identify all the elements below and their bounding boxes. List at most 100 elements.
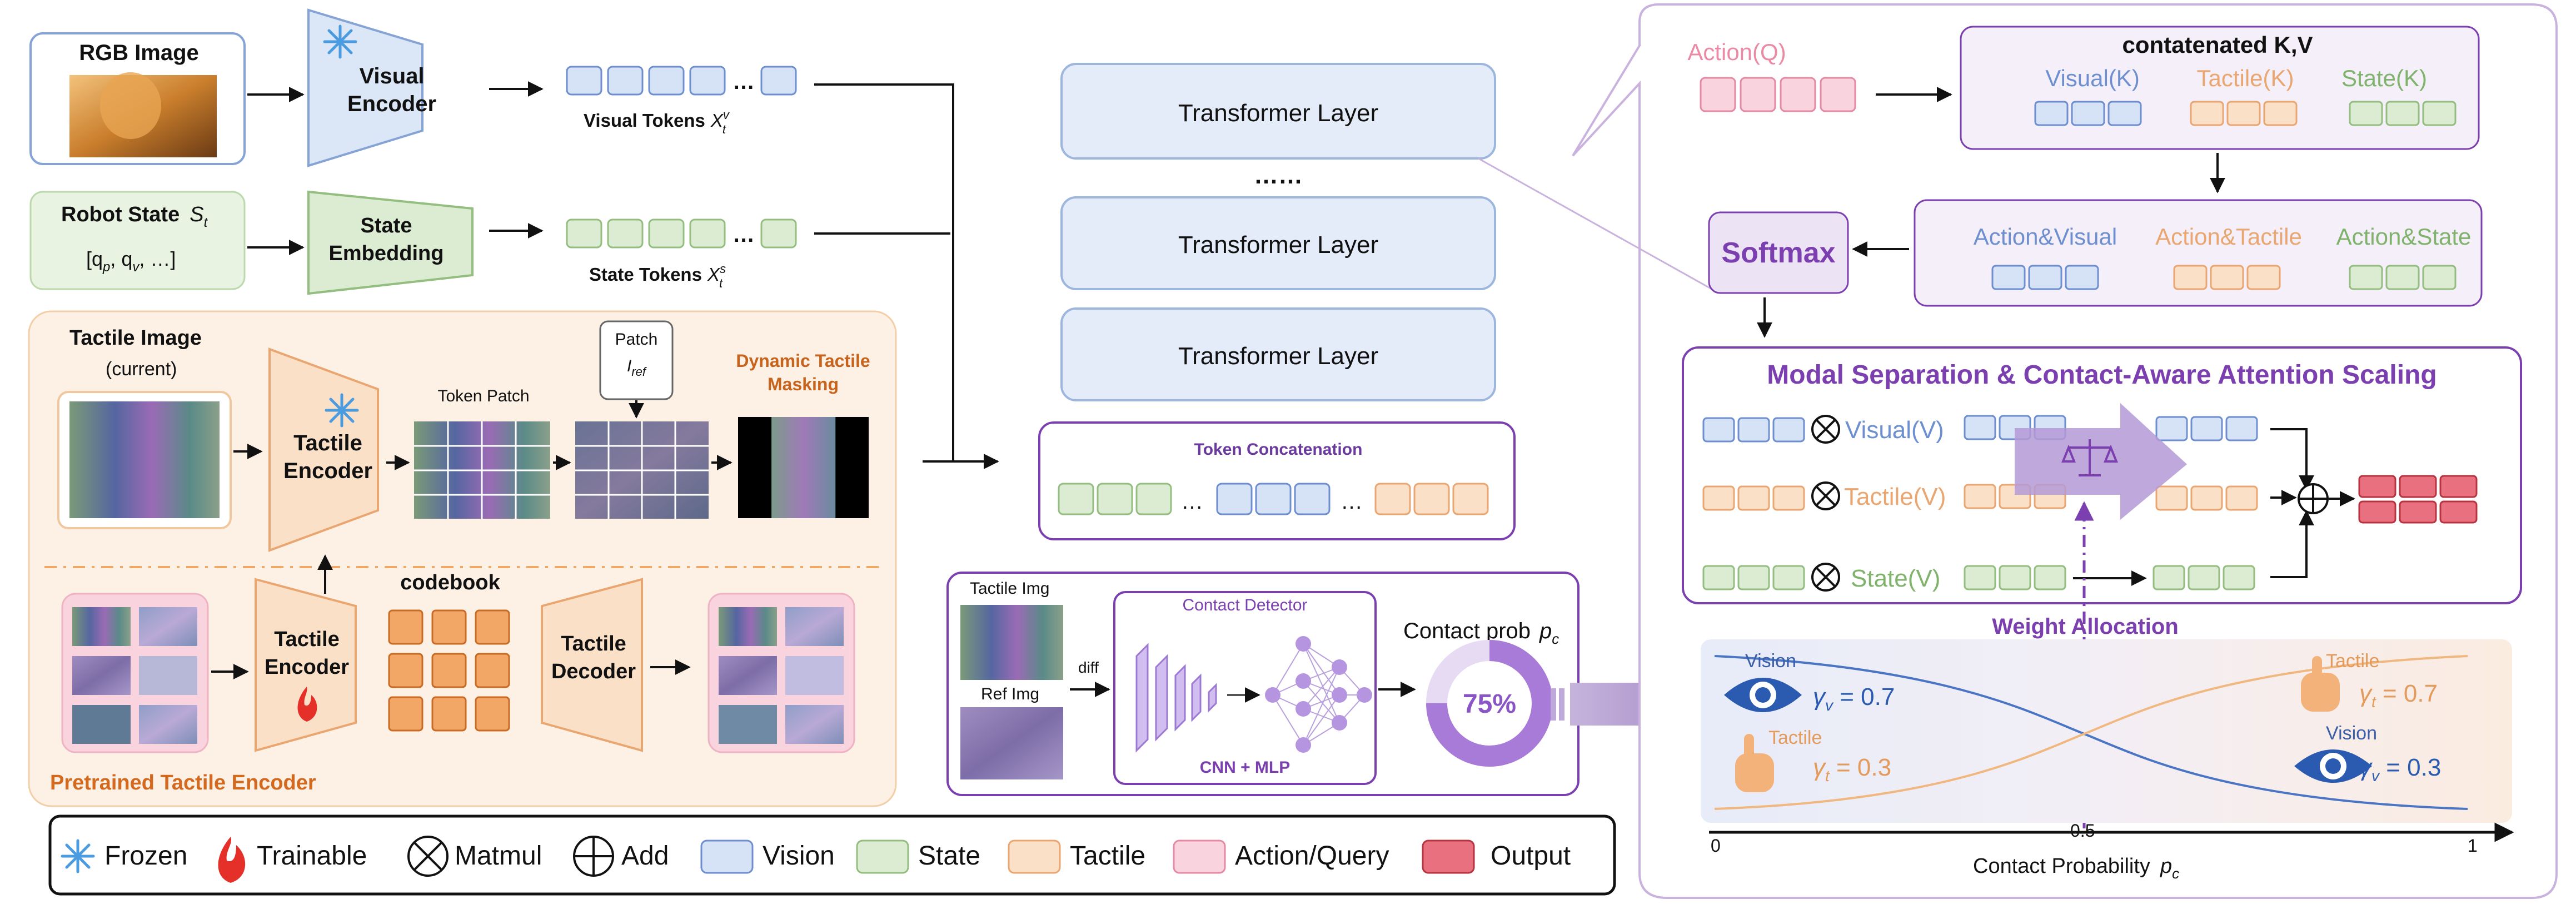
ref-patch-grid	[575, 421, 709, 519]
score-tokens	[1991, 265, 2457, 290]
transformer-layer-3-label: Transformer Layer	[1178, 342, 1378, 370]
tactile-section: Tactile Image (current) Tactile Encoder …	[28, 310, 897, 807]
balance-scale-icon	[2061, 439, 2118, 476]
action-state-label: Action&State	[2336, 223, 2472, 250]
matmul-icon	[1811, 415, 1840, 444]
tactile-image-thumb	[69, 401, 220, 518]
state-k-label: State(K)	[2341, 65, 2427, 91]
tactile-row: Tactile(V)	[1702, 481, 2258, 511]
scaling-arrow	[2015, 403, 2187, 520]
hand-icon	[2301, 656, 2340, 712]
tactile-img-thumb	[960, 605, 1063, 680]
fire-icon	[297, 687, 317, 722]
transformer-layer-2	[1060, 196, 1496, 290]
eye-icon	[1724, 678, 1802, 712]
token-patch-grid	[414, 421, 550, 519]
gamma-v-left: γv = 0.7	[1813, 683, 1895, 714]
legend-state-swatch	[856, 840, 909, 874]
eye-icon	[2294, 749, 2372, 783]
legend-add: Add	[621, 841, 669, 871]
legend-fire-icon	[218, 837, 246, 883]
rgb-image-label: RGB Image	[79, 41, 199, 65]
add-icon	[2298, 483, 2329, 514]
contact-prob-percent: 75%	[1463, 689, 1516, 719]
visual-encoder	[307, 8, 423, 167]
tactile-encoder-line2: Encoder	[283, 459, 372, 483]
token-concat-label: Token Concatenation	[1194, 440, 1363, 459]
attention-panel: Action(Q) contatenated K,V Visual(K) Tac…	[1682, 26, 2522, 828]
tactile-left-label: Tactile	[1768, 727, 1822, 748]
ref-img-thumb	[960, 707, 1063, 779]
vision-right-label: Vision	[2326, 723, 2377, 744]
legend-output-swatch	[1422, 840, 1475, 874]
tactile-decoder-line1: Tactile	[561, 632, 626, 655]
weight-allocation-label: Weight Allocation	[1992, 614, 2179, 639]
vision-left-label: Vision	[1745, 650, 1796, 672]
legend-snowflake-icon	[61, 839, 95, 873]
legend-frozen: Frozen	[104, 841, 187, 871]
action-tactile-label: Action&Tactile	[2155, 223, 2302, 250]
transformer-stack: Transformer Layer …… Transformer Layer T…	[1038, 63, 1516, 540]
rgb-branch: RGB Image Visual Encoder … Visual Tokens…	[29, 8, 797, 167]
gamma-v-right: γv = 0.3	[2359, 754, 2441, 784]
state-row: State(V)	[1702, 563, 2255, 592]
softmax-box	[1708, 211, 1849, 294]
pretrain-output-images	[719, 607, 844, 744]
visual-k-label: Visual(K)	[2045, 65, 2140, 91]
codebook-grid	[388, 609, 510, 732]
state-embedding-line2: Embedding	[329, 242, 444, 265]
output-merge	[2270, 428, 2355, 578]
tactile-decoder-line2: Decoder	[551, 660, 636, 683]
robot-state-box	[29, 191, 246, 290]
tactile-current-label: (current)	[106, 359, 177, 380]
state-embedding-line1: State	[361, 214, 412, 237]
legend-output: Output	[1491, 841, 1571, 871]
svg-text:…: …	[733, 222, 755, 247]
visual-encoder-line2: Encoder	[347, 92, 436, 116]
mlp-nodes	[1265, 636, 1372, 753]
pretrain-input-images	[72, 607, 197, 744]
matmul-icon	[1811, 563, 1840, 592]
tactile-decoder	[541, 578, 643, 752]
line-visual-merge	[814, 83, 954, 461]
legend-trainable: Trainable	[257, 841, 367, 871]
tactile-img-label: Tactile Img	[970, 579, 1049, 598]
codebook-label: codebook	[400, 571, 500, 594]
patch-ref-symbol: Iref	[627, 357, 647, 379]
tactile-encoder-trainable	[255, 578, 357, 752]
legend-add-icon	[573, 836, 614, 877]
transformer-layer-1	[1060, 63, 1496, 160]
action-q-tokens	[1700, 77, 1856, 112]
snowflake-icon	[325, 393, 359, 428]
concat-tokens: … …	[1058, 483, 1489, 515]
concat-kv-label: contatenated K,V	[2122, 32, 2313, 58]
action-visual-label: Action&Visual	[1974, 223, 2117, 250]
gamma-t-right: γt = 0.7	[2359, 680, 2438, 711]
visual-row: Visual(V)	[1702, 415, 2258, 444]
legend-box	[48, 814, 1616, 896]
visual-tokens: …	[566, 66, 797, 96]
legend-matmul-icon	[407, 836, 449, 877]
tick-05: 0.5	[2070, 821, 2095, 841]
action-q-label: Action(Q)	[1687, 39, 1786, 65]
state-embedding	[307, 190, 474, 295]
trainable-encoder-line1: Tactile	[274, 628, 340, 651]
svg-text:State(V): State(V)	[1851, 565, 1940, 592]
gamma-t-left: γt = 0.3	[1813, 754, 1891, 784]
modal-separation-label: Modal Separation & Contact-Aware Attenti…	[1767, 360, 2437, 390]
legend-tactile: Tactile	[1070, 841, 1145, 871]
callout-line	[1478, 157, 1712, 290]
output-tokens	[2358, 475, 2478, 524]
patch-ref-box	[599, 320, 674, 400]
transformer-layer-2-label: Transformer Layer	[1178, 231, 1378, 259]
tactile-weight-curve	[1714, 655, 2468, 810]
tick-1: 1	[2468, 836, 2478, 856]
contact-prob-gauge: 75%	[1426, 640, 1553, 767]
contact-detector-label: Contact Detector	[1182, 596, 1307, 614]
